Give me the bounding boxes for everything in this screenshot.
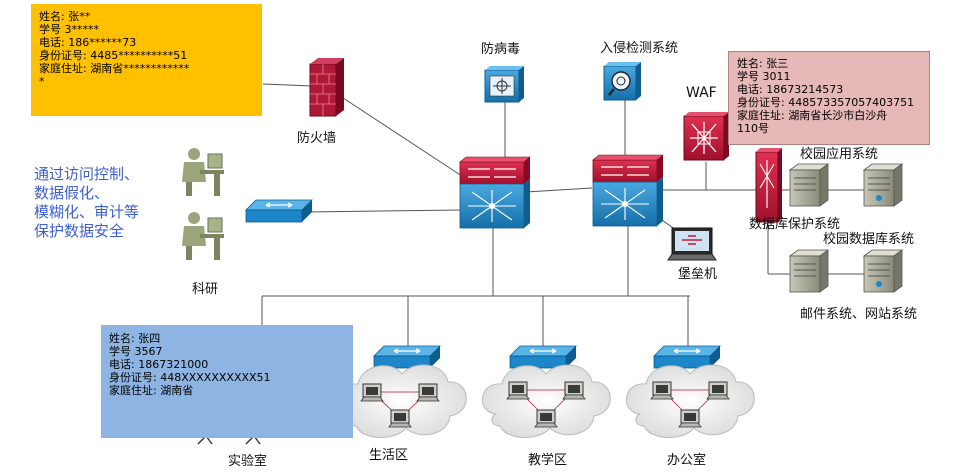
antivirus-icon [484,66,524,103]
record-line: 身份证号: 448573357057403751 [737,96,915,109]
record-line: 姓名: 张四 [109,332,161,345]
record-line: 姓名: 张** [39,10,91,23]
note-line: 模糊化、审计等 [34,203,140,221]
cloud-living [337,364,467,439]
cloud-office [625,364,755,439]
label-waf: WAF [686,85,717,101]
ids-icon [603,62,641,101]
server-app-icon [789,163,829,207]
record-line: 家庭住址: 湖南省************ [39,62,190,75]
label-campus-app: 校园应用系统 [800,147,879,162]
note-line: 数据假化、 [34,184,110,202]
record-line: 电话: 18673214573 [737,83,844,96]
cloud-teaching [481,364,611,439]
record-line: 电话: 186******73 [39,36,137,49]
db-protection-icon [755,148,782,223]
person-1-icon [181,147,225,197]
bastion-laptop-icon [667,227,717,261]
record-line: 家庭住址: 湖南省长沙市白沙舟 [737,109,888,122]
connection-lines [261,83,866,346]
label-lab: 实验室 [228,454,268,469]
access-switch-icon [245,199,313,223]
label-living: 生活区 [369,448,409,463]
record-line: 电话: 1867321000 [109,358,209,371]
note-line: 通过访问控制、 [34,165,140,183]
label-mail-web: 邮件系统、网站系统 [800,307,918,322]
server-mail-icon [789,249,829,293]
label-teaching: 教学区 [528,453,568,468]
server-db-icon [863,163,903,207]
server-web-icon [863,249,903,293]
record-line: 身份证号: 448XXXXXXXXXX51 [109,371,271,384]
firewall-icon [309,58,344,117]
record-line: 学号 3***** [39,23,99,36]
waf-icon [683,112,729,161]
switch-living-icon [373,345,441,369]
note-line: 保护数据安全 [34,222,125,240]
record-line: 家庭住址: 湖南省 [109,384,194,397]
label-campus-db: 校园数据库系统 [823,232,915,247]
record-line: 学号 3567 [109,345,163,358]
label-bastion: 堡垒机 [678,267,718,282]
label-office: 办公室 [667,453,707,468]
record-line: * [39,75,45,88]
label-db-protect: 数据库保护系统 [749,217,841,232]
record-line: 110号 [737,122,769,135]
label-ids: 入侵检测系统 [600,41,679,56]
record-line: 姓名: 张三 [737,57,789,70]
record-line: 身份证号: 4485**********51 [39,49,188,62]
record-line: 学号 3011 [737,70,791,83]
label-firewall: 防火墙 [297,131,337,146]
protection-note: 通过访问控制、数据假化、模糊化、审计等保护数据安全 [34,165,139,241]
core-switch-2-icon [592,154,664,227]
core-switch-1-icon [459,156,531,229]
label-antivirus: 防病毒 [481,42,521,57]
person-2-icon [181,211,225,261]
label-research: 科研 [192,282,219,297]
